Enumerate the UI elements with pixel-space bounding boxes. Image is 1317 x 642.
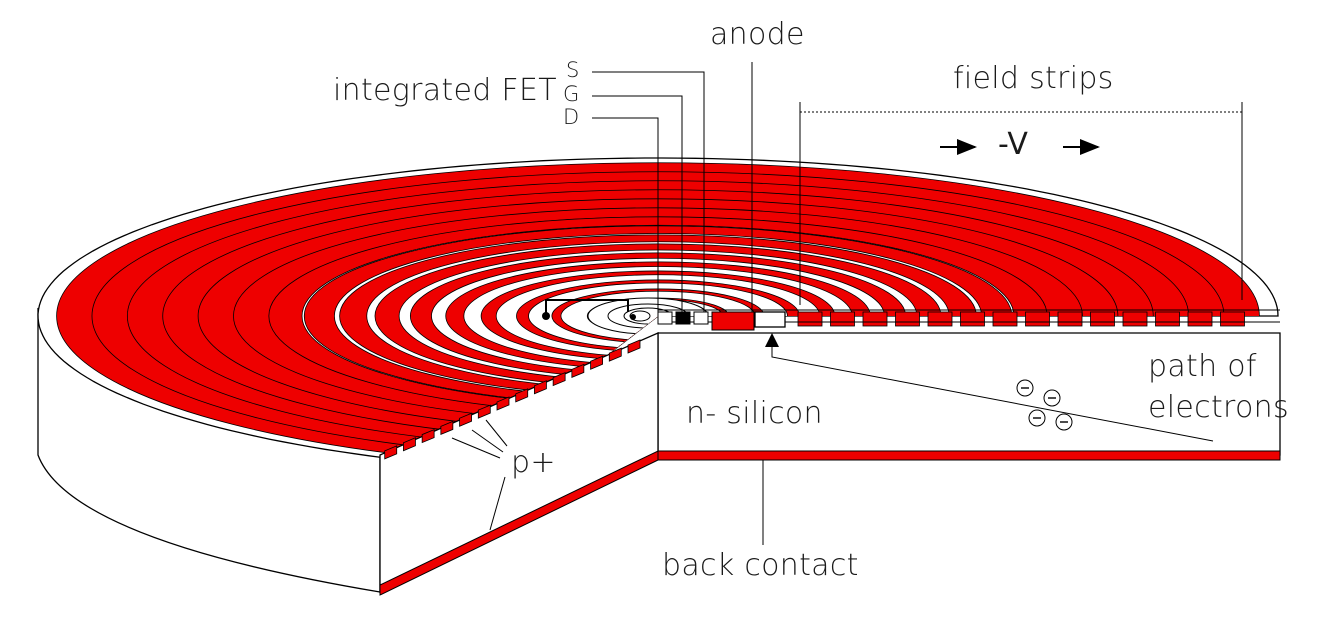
electron-path [771,345,1214,442]
electron-path-arrowhead [765,333,779,347]
back-contact-layer [657,450,1281,461]
drain-label: D [563,105,580,129]
p-plus-implant [459,412,472,427]
anode-contact [754,311,786,328]
p-plus-implant [862,311,888,327]
anode-label: anode [710,17,805,52]
p-plus-label: p+ [511,445,556,480]
back-contact-label: back contact [662,548,859,583]
electrons-label: electrons [1148,390,1289,425]
p-plus-implant [421,428,435,444]
p-plus-implant [440,420,454,436]
field-strips-label: field strips [953,61,1114,96]
p-plus-implant [1155,311,1180,327]
p-plus-implant [895,311,920,327]
p-plus-implant [1057,311,1083,327]
p-plus-implant [627,339,641,354]
p-plus-implant [384,445,398,460]
p-plus-implant [571,363,585,379]
voltage-label: -V [998,127,1029,162]
integrated-fet-region [542,299,755,331]
p-plus-implant [403,437,416,452]
p-plus-implant [1025,311,1050,327]
p-plus-implant [1220,311,1245,327]
p-plus-implant [534,380,547,395]
gate-label: G [563,82,580,106]
p-plus-implant [797,311,823,327]
p-plus-implant [477,404,491,419]
drain-leader [592,117,659,312]
back-contact-layer-left [379,450,659,596]
p-plus-implant [992,311,1018,327]
p-plus-implant [960,311,985,327]
integrated-fet-label: integrated FET [333,73,557,108]
p-plus-implant [1090,311,1115,327]
p-plus-implant [496,396,510,411]
source-leader [592,71,705,312]
p-plus-implant [1187,311,1213,327]
p-plus-implant [608,347,622,362]
p-plus-implants-left [384,339,641,460]
p-plus-implant [552,371,566,387]
p-plus-implant [927,311,953,327]
p-plus-implant [515,388,529,403]
p-plus-implant [830,311,855,327]
gate-leader [592,95,683,312]
p-plus-leaders [451,419,508,531]
n-silicon-label: n- silicon [686,396,823,431]
p-plus-implant [1122,311,1148,327]
p-plus-implant [590,355,603,370]
electrons [1016,379,1073,431]
source-label: S [566,58,580,82]
path-of-label: path of [1148,349,1257,384]
